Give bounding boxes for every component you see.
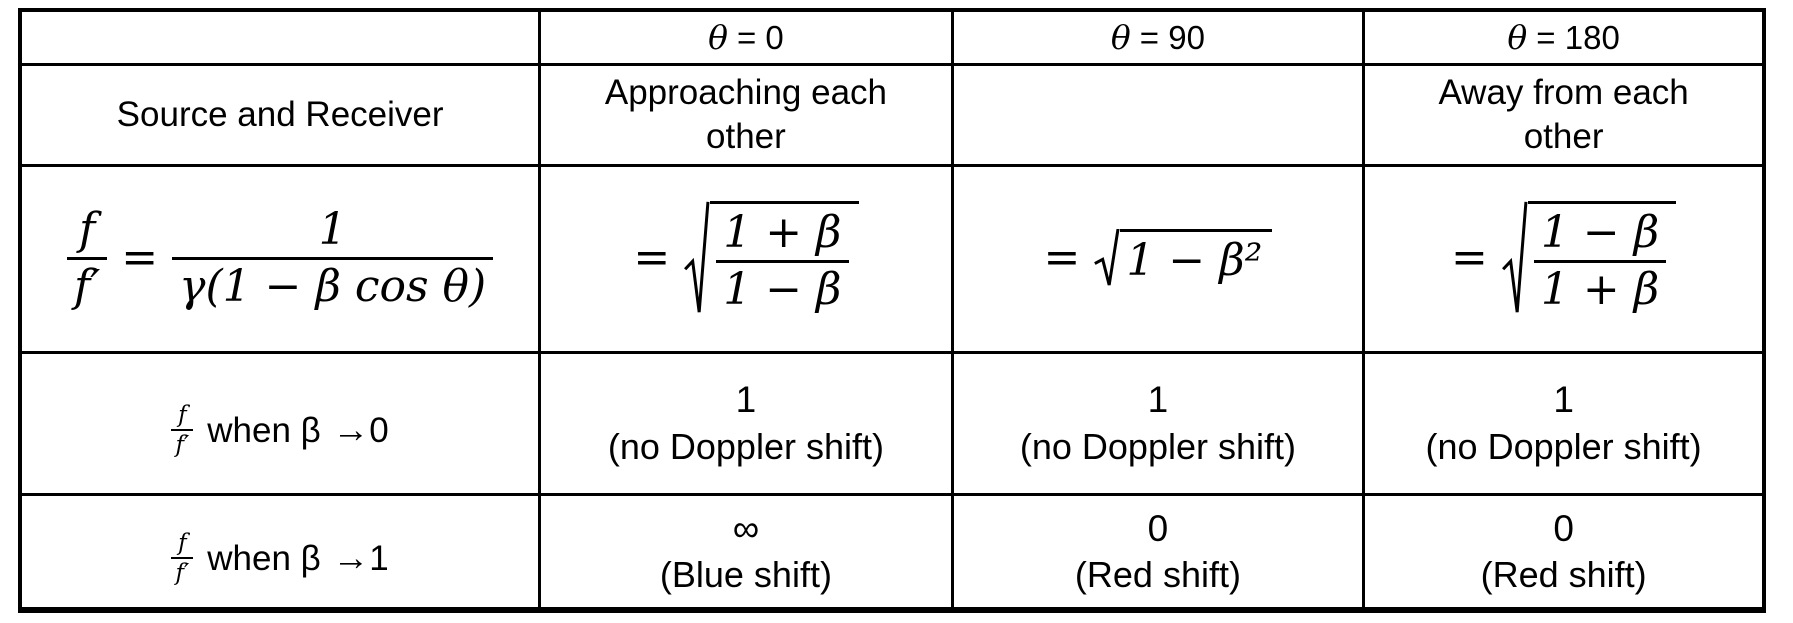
radicand: 1 − β 1 + β (1527, 200, 1677, 317)
condition-text: when β →0 (207, 407, 388, 453)
cell-beta1-theta-90: 0 (Red shift) (950, 492, 1366, 612)
radicand: 1 − β² (1120, 229, 1273, 287)
fraction-denominator: f′ (171, 429, 194, 457)
theta180-formula: = 1 − β 1 + β (1451, 200, 1677, 317)
cell-beta0-theta-90: 1 (no Doppler shift) (950, 350, 1366, 496)
theta-symbol: θ (708, 17, 728, 57)
shift-note: (Blue shift) (659, 553, 832, 595)
fraction-numerator: f (178, 530, 187, 557)
limit-result: 1 (735, 379, 757, 421)
right-arrow-icon: → (332, 537, 370, 579)
radicand-fraction: 1 + β 1 − β (716, 206, 849, 315)
source-receiver-row: Source and Receiver Approaching each oth… (18, 62, 1766, 167)
beta-to-0-row: f f′ when β →0 1 (no Doppler shift) 1 (n… (18, 350, 1766, 496)
general-doppler-formula: f f′ = 1 γ(1 − β cos θ) (66, 203, 494, 312)
equals-sign: = (121, 232, 159, 284)
cell-theta90-blank (950, 62, 1366, 167)
square-root: 1 − β 1 + β (1502, 200, 1677, 317)
cell-formula-theta-180: = 1 − β 1 + β (1362, 163, 1766, 354)
shift-note: (no Doppler shift) (607, 425, 884, 467)
cell-header-theta-180: θ= 180 (1362, 8, 1766, 66)
header-row: θ= 0 θ= 90 θ= 180 (18, 8, 1766, 66)
beta1-label: f f′ when β →1 (171, 530, 389, 585)
theta-value: = 180 (1536, 18, 1620, 56)
radicand-fraction: 1 − β 1 + β (1533, 206, 1667, 315)
cell-beta0-label: f f′ when β →0 (18, 350, 542, 496)
f-over-fprime-fraction: f f′ (171, 401, 194, 457)
radical-sign-icon (1502, 201, 1528, 317)
cell-away: Away from each other (1362, 62, 1766, 167)
fraction-denominator: f′ (66, 257, 108, 311)
when-beta-text: when β (207, 411, 321, 451)
limit-value: 1 (369, 539, 389, 579)
cell-beta1-theta-180: 0 (Red shift) (1362, 492, 1766, 612)
equals-sign: = (1043, 232, 1081, 284)
cell-header-theta-0: θ= 0 (538, 8, 954, 66)
approaching-line1: Approaching each (604, 72, 887, 112)
radicand: 1 + β 1 − β (710, 200, 859, 317)
cell-beta0-theta-180: 1 (no Doppler shift) (1362, 350, 1766, 496)
fraction-numerator: f (78, 203, 96, 255)
doppler-shift-table: θ= 0 θ= 90 θ= 180 Source and Receiver Ap… (18, 8, 1766, 613)
away-line2: other (1523, 116, 1604, 156)
fraction-denominator: 1 − β (716, 260, 849, 314)
cell-formula-theta-0: = 1 + β 1 − β (538, 163, 954, 354)
cell-beta1-label: f f′ when β →1 (18, 492, 542, 612)
limit-value: 0 (369, 411, 389, 451)
condition-text: when β →1 (207, 535, 388, 581)
radical-sign-icon (684, 201, 710, 317)
equals-sign: = (633, 232, 671, 284)
limit-result: 0 (1147, 507, 1169, 549)
theta-symbol: θ (1110, 17, 1131, 57)
cell-approaching: Approaching each other (538, 62, 954, 167)
rhs-fraction: 1 γ(1 − β cos θ) (172, 203, 494, 312)
fraction-numerator: 1 + β (723, 206, 842, 258)
fraction-denominator: γ(1 − β cos θ) (172, 257, 494, 311)
fraction-numerator: 1 (318, 203, 347, 255)
theta0-formula: = 1 + β 1 − β (633, 200, 859, 317)
shift-note: (no Doppler shift) (1425, 425, 1702, 467)
beta0-label: f f′ when β →0 (171, 401, 389, 457)
cell-corner-blank (18, 8, 542, 66)
theta-symbol: θ (1507, 17, 1528, 57)
theta-value: = 90 (1139, 18, 1205, 56)
limit-result: 1 (1147, 379, 1169, 421)
cell-header-theta-90: θ= 90 (950, 8, 1366, 66)
limit-result: 0 (1553, 507, 1574, 549)
fraction-numerator: 1 − β (1540, 206, 1660, 258)
right-arrow-icon: → (332, 409, 370, 451)
theta-value: = 0 (736, 18, 784, 56)
f-over-fprime-fraction: f f′ (66, 203, 108, 312)
cell-formula-theta-90: = 1 − β² (950, 163, 1366, 354)
f-over-fprime-fraction: f f′ (171, 530, 194, 585)
approaching-line2: other (706, 116, 786, 156)
fraction-denominator: f′ (171, 557, 194, 585)
limit-result: 1 (1553, 379, 1574, 421)
theta90-formula: = 1 − β² (1044, 229, 1273, 287)
fraction-denominator: 1 + β (1533, 260, 1667, 314)
equals-sign: = (1451, 232, 1488, 284)
away-line1: Away from each (1438, 72, 1689, 112)
limit-result: ∞ (732, 507, 760, 549)
radicand-expression: 1 − β² (1126, 235, 1263, 287)
radical-sign-icon (1094, 229, 1120, 287)
cell-source-receiver-label: Source and Receiver (18, 62, 542, 167)
shift-note: (Red shift) (1074, 553, 1241, 595)
beta-to-1-row: f f′ when β →1 ∞ (Blue shift) 0 (Red shi… (18, 492, 1766, 612)
cell-beta0-theta-0: 1 (no Doppler shift) (538, 350, 954, 496)
cell-beta1-theta-0: ∞ (Blue shift) (538, 492, 954, 612)
square-root: 1 − β² (1094, 229, 1273, 287)
shift-note: (Red shift) (1480, 553, 1647, 595)
shift-note: (no Doppler shift) (1019, 425, 1296, 467)
formula-row: f f′ = 1 γ(1 − β cos θ) = (18, 163, 1766, 354)
fraction-numerator: f (178, 401, 187, 428)
when-beta-text: when β (207, 539, 321, 579)
square-root: 1 + β 1 − β (684, 200, 859, 317)
cell-formula-general: f f′ = 1 γ(1 − β cos θ) (18, 163, 542, 354)
